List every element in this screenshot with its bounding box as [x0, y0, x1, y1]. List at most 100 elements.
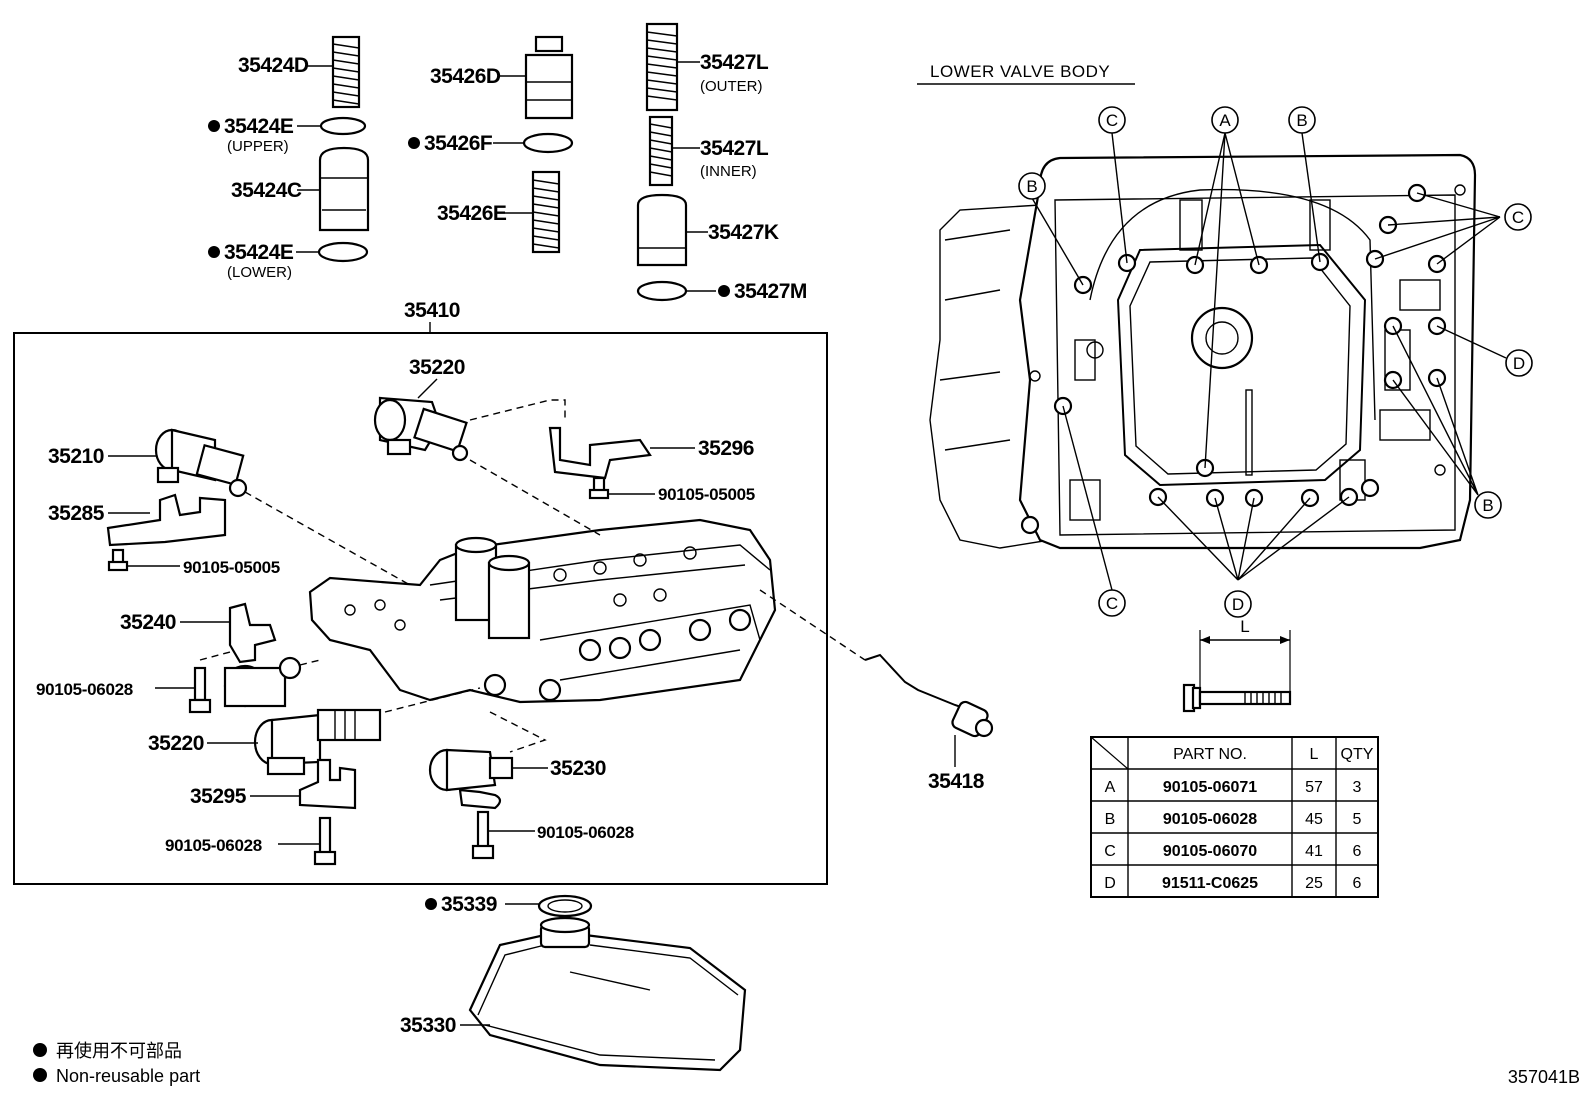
- table-row-length: 57: [1305, 779, 1323, 796]
- sleeve-35427k: [636, 193, 688, 267]
- solenoid-35240: [223, 602, 302, 708]
- callout-c-top: C: [1098, 106, 1126, 134]
- callout-b-right: B: [1474, 491, 1502, 519]
- lower-valve-body-drawing: [929, 153, 1477, 550]
- callout-c-bottom: C: [1098, 589, 1126, 617]
- label-35220-bottom: 35220: [148, 732, 204, 755]
- label-90105-05005-b: 90105-05005: [183, 558, 280, 577]
- solenoid-35230: [428, 748, 514, 810]
- label-35230: 35230: [550, 757, 606, 780]
- callout-a: A: [1211, 106, 1239, 134]
- svg-text:D: D: [1232, 595, 1244, 614]
- label-35424e-lower: 35424E: [224, 241, 294, 264]
- bolt-table: PART NO. L QTY A 90105-06071 57 3 B 9010…: [1090, 736, 1379, 898]
- label-35424d: 35424D: [238, 54, 309, 77]
- label-35418: 35418: [928, 770, 985, 793]
- lower-valve-body-title: LOWER VALVE BODY: [930, 62, 1110, 81]
- bolt-90105-05005-b: [107, 548, 129, 572]
- callout-d-right: D: [1505, 349, 1533, 377]
- spring-35426e: [531, 170, 561, 254]
- label-90105-06028-a: 90105-06028: [36, 680, 133, 699]
- strainer-35330: [468, 916, 747, 1072]
- table-row-part-no: 90105-06028: [1163, 811, 1257, 828]
- assembly-box-35410: [13, 332, 828, 885]
- spring-35427l-outer: [645, 22, 679, 112]
- label-35330: 35330: [400, 1014, 456, 1037]
- oring-35426f: [522, 132, 574, 154]
- bracket-35296: [548, 426, 652, 480]
- label-90105-05005-a: 90105-05005: [658, 485, 755, 504]
- svg-text:D: D: [1513, 354, 1525, 373]
- sleeve-35424c: [318, 146, 370, 232]
- label-inner: (INNER): [700, 163, 757, 180]
- label-35339: 35339: [441, 893, 497, 916]
- svg-text:C: C: [1106, 594, 1118, 613]
- plug-35426d: [524, 35, 574, 120]
- label-upper: (UPPER): [227, 138, 289, 155]
- table-row-qty: 5: [1353, 811, 1362, 828]
- table-row-length: 41: [1305, 843, 1323, 860]
- non-reusable-dot: [718, 285, 730, 297]
- gasket-35339: [537, 894, 593, 918]
- table-row-length: 25: [1305, 875, 1323, 892]
- table-row-qty: 3: [1353, 779, 1362, 796]
- table-row-key: A: [1105, 779, 1116, 796]
- label-outer: (OUTER): [700, 78, 763, 95]
- bolt-length-diagram: L: [1182, 617, 1292, 713]
- solenoid-35220-top: [373, 396, 469, 462]
- label-35424c: 35424C: [231, 179, 302, 202]
- label-35427l-inner: 35427L: [700, 137, 769, 160]
- oring-35424e-lower: [317, 241, 369, 263]
- label-35427k: 35427K: [708, 221, 779, 244]
- legend: 再使用不可部品 Non-reusable part: [33, 1041, 200, 1086]
- label-90105-06028-c: 90105-06028: [537, 823, 634, 842]
- svg-text:L: L: [1240, 617, 1249, 636]
- bolt-90105-06028-b: [313, 816, 337, 866]
- table-header-part-no: PART NO.: [1173, 746, 1247, 763]
- label-35220-top: 35220: [409, 356, 465, 379]
- svg-text:B: B: [1026, 177, 1037, 196]
- bracket-35285: [106, 493, 227, 547]
- label-35427m: 35427M: [734, 280, 807, 303]
- label-35410: 35410: [404, 299, 460, 322]
- table-row-part-no: 90105-06070: [1163, 843, 1257, 860]
- svg-text:B: B: [1296, 111, 1307, 130]
- callout-b-left: B: [1018, 172, 1046, 200]
- table-row-length: 45: [1305, 811, 1323, 828]
- table-row-qty: 6: [1353, 875, 1362, 892]
- label-lower: (LOWER): [227, 264, 292, 281]
- label-35240: 35240: [120, 611, 176, 634]
- table-header-l: L: [1310, 746, 1319, 763]
- label-35426d: 35426D: [430, 65, 501, 88]
- spring-35424d: [331, 35, 361, 109]
- non-reusable-dot: [208, 246, 220, 258]
- valve-body-assembly: [308, 518, 777, 704]
- table-row-part-no: 91511-C0625: [1162, 875, 1258, 892]
- table-header-qty: QTY: [1341, 746, 1374, 763]
- table-row-part-no: 90105-06071: [1163, 779, 1257, 796]
- oring-35427m: [636, 280, 688, 302]
- bolt-90105-06028-a: [188, 666, 212, 714]
- spring-35427l-inner: [648, 115, 674, 187]
- table-row-key: D: [1104, 875, 1116, 892]
- connector-35418: [864, 653, 994, 738]
- svg-text:A: A: [1219, 111, 1231, 130]
- table-row-key: B: [1105, 811, 1116, 828]
- bracket-35295: [298, 758, 357, 810]
- label-35426e: 35426E: [437, 202, 507, 225]
- oring-35424e-upper: [319, 116, 367, 136]
- label-35210: 35210: [48, 445, 104, 468]
- non-reusable-dot: [425, 898, 437, 910]
- svg-text:C: C: [1512, 208, 1524, 227]
- callout-leaders: [1031, 132, 1507, 591]
- callout-d-bottom: D: [1224, 590, 1252, 618]
- solenoid-35210: [154, 428, 248, 498]
- svg-text:B: B: [1482, 496, 1493, 515]
- callout-c-right: C: [1504, 203, 1532, 231]
- legend-dot-icon: [33, 1043, 47, 1057]
- non-reusable-dot: [408, 137, 420, 149]
- table-row-qty: 6: [1353, 843, 1362, 860]
- label-35426f: 35426F: [424, 132, 493, 155]
- figure-id: 357041B: [1508, 1067, 1580, 1087]
